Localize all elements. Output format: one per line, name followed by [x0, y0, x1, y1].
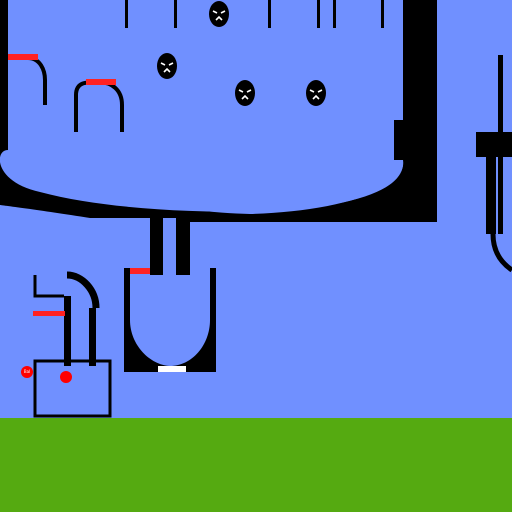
- ground: [0, 418, 512, 512]
- bowl: [124, 268, 216, 372]
- post-6: [381, 0, 384, 28]
- hazard-4: [33, 311, 65, 316]
- post-1: [125, 0, 128, 28]
- post-4: [317, 0, 320, 28]
- creature-1[interactable]: [209, 1, 229, 27]
- post-3: [268, 0, 271, 28]
- post-5: [333, 0, 336, 28]
- reservoir-rim: [0, 120, 403, 212]
- post-2: [174, 0, 177, 28]
- ball-icon[interactable]: [21, 366, 33, 378]
- goal-pad: [158, 366, 186, 372]
- right-pole-top: [498, 55, 503, 135]
- right-pole-right: [498, 150, 503, 234]
- pipe-right-wall: [89, 308, 96, 366]
- curved-pipe: [66, 271, 100, 309]
- right-curve: [490, 233, 512, 273]
- creature-3[interactable]: [235, 80, 255, 106]
- hazard-2: [86, 79, 116, 85]
- pipe-left-wall: [64, 296, 71, 366]
- hazard-3: [130, 268, 150, 274]
- reservoir-wall: [0, 0, 437, 275]
- inner-wall-right: [394, 120, 404, 160]
- right-pole-left: [486, 150, 496, 234]
- creature-2[interactable]: [157, 53, 177, 79]
- hazard-1: [8, 54, 38, 60]
- player-ball[interactable]: [60, 371, 72, 383]
- pipe-left-hook: [33, 275, 64, 298]
- launch-box: [33, 359, 112, 418]
- creature-4[interactable]: [306, 80, 326, 106]
